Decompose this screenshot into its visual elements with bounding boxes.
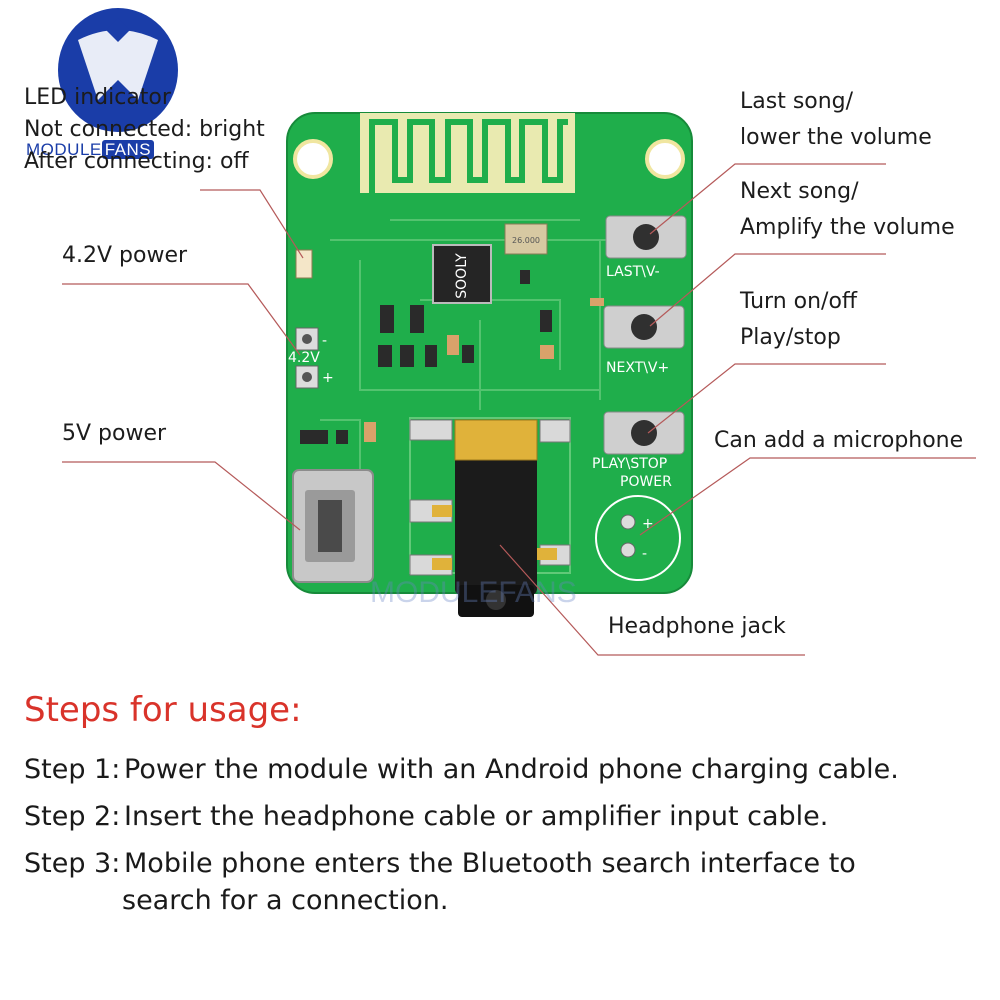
step-2-text: Insert the headphone cable or amplifier …: [124, 801, 829, 832]
mounting-hole-right: [645, 139, 685, 179]
svg-text:-: -: [322, 333, 327, 349]
callout-microphone: Can add a microphone: [714, 428, 964, 453]
svg-text:-: -: [642, 546, 647, 562]
modulefans-logo: [58, 8, 178, 132]
headphone-jack: [409, 417, 571, 617]
crystal-label: 26.000: [512, 236, 540, 245]
step-1: Step 1:Power the module with an Android …: [24, 754, 899, 785]
callout-4-2v-power: 4.2V power: [62, 243, 188, 268]
callout-turn-line1: Turn on/off: [740, 289, 858, 314]
label-42v: 4.2V: [288, 350, 320, 366]
microphone-outline: [595, 495, 681, 581]
step-3-continuation: search for a connection.: [122, 885, 449, 916]
button-last-group: [605, 215, 687, 259]
step-1-label: Step 1:: [24, 754, 121, 785]
leader-play: [647, 363, 886, 434]
button-play-group: [603, 411, 685, 455]
label-play: PLAY\STOP: [592, 456, 667, 472]
crystal: [504, 223, 548, 255]
callout-next-song: Next song/ Amplify the volume: [740, 174, 955, 246]
logo-part1: MODULE: [26, 140, 102, 159]
led-indicator: [295, 249, 313, 279]
chip-marking: SOOLY: [454, 253, 470, 299]
leader-42v: [62, 283, 301, 356]
mic-pad-minus: [620, 542, 636, 558]
bluetooth-chip: [432, 244, 492, 304]
mic-pad-plus: [620, 514, 636, 530]
bluetooth-module-board: SOOLY 26.000 4.2V - + LAST\V-: [62, 112, 976, 656]
callout-led-line2: Not connected: bright: [24, 117, 265, 142]
label-last: LAST\V-: [606, 264, 660, 280]
step-2-label: Step 2:: [24, 801, 121, 832]
leader-mic: [639, 457, 976, 536]
leader-lines: [62, 163, 976, 656]
callout-last-line1: Last song/: [740, 89, 854, 114]
leader-next: [649, 253, 886, 327]
callout-led-line1: LED indicator: [24, 85, 171, 110]
callout-led-line3: After connecting: off: [24, 149, 249, 174]
callout-turn-on: Turn on/off Play/stop: [740, 284, 857, 356]
step-2: Step 2:Insert the headphone cable or amp…: [24, 801, 828, 832]
label-next: NEXT\V+: [606, 360, 669, 376]
callout-last-line2: lower the volume: [740, 125, 932, 150]
step-3-text: Mobile phone enters the Bluetooth search…: [124, 848, 856, 879]
label-power: POWER: [620, 474, 672, 490]
leader-led: [200, 189, 304, 259]
leader-5v: [62, 461, 301, 531]
callout-5v-power: 5V power: [62, 421, 167, 446]
step-3: Step 3:Mobile phone enters the Bluetooth…: [24, 848, 856, 879]
steps-title: Steps for usage:: [24, 690, 302, 730]
callout-last-song: Last song/ lower the volume: [740, 84, 932, 156]
callout-turn-line2: Play/stop: [740, 325, 841, 350]
svg-text:+: +: [642, 516, 654, 532]
leader-headphone: [499, 544, 805, 656]
step-1-text: Power the module with an Android phone c…: [124, 754, 899, 785]
watermark: MODULEFANS: [370, 576, 577, 609]
callout-next-line2: Amplify the volume: [740, 215, 955, 240]
leader-last: [649, 163, 886, 235]
svg-text:+: +: [322, 370, 334, 386]
antenna-trace: [369, 119, 568, 195]
button-next-group: [603, 305, 685, 349]
callout-next-line1: Next song/: [740, 179, 859, 204]
mounting-hole-left: [293, 139, 333, 179]
callout-headphone-jack: Headphone jack: [608, 614, 786, 639]
callout-led: LED indicator Not connected: bright Afte…: [24, 82, 265, 178]
step-3-label: Step 3:: [24, 848, 121, 879]
logo-part2: FANS: [101, 140, 155, 159]
